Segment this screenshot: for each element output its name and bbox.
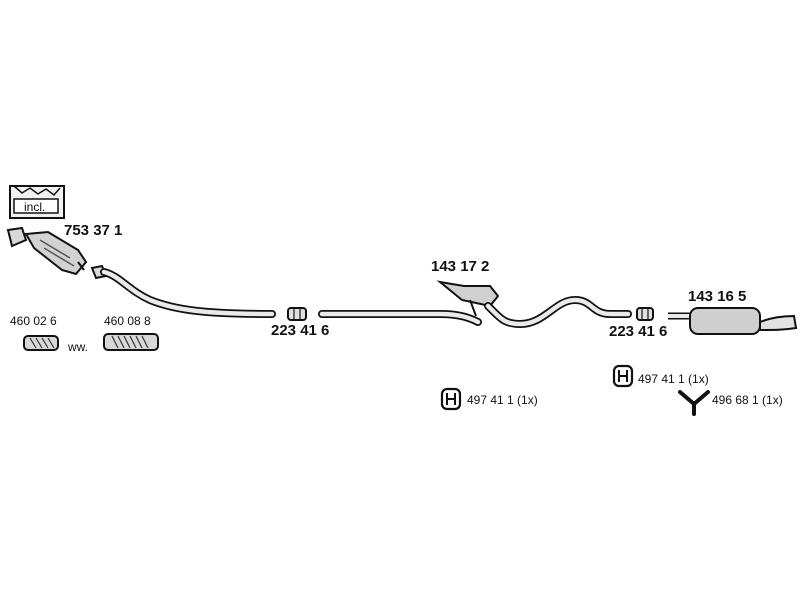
part-number-clamp-2: 223 41 6 bbox=[609, 323, 668, 340]
part-number-flex-pipe-b: 460 08 8 bbox=[104, 314, 151, 328]
rear-silencer bbox=[668, 307, 798, 335]
part-number-middle-silencer: 143 17 2 bbox=[431, 258, 490, 275]
rubber-mount-icon bbox=[612, 364, 634, 388]
part-number-clamp-1: 223 41 6 bbox=[271, 322, 330, 339]
part-number-mounting-rubber-2: 497 41 1 (1x) bbox=[638, 372, 709, 386]
clamp-1-icon bbox=[287, 307, 307, 321]
clamp-2-icon bbox=[636, 307, 654, 321]
parts-kit-icon bbox=[9, 185, 65, 219]
part-number-flex-pipe-a: 460 02 6 bbox=[10, 314, 57, 328]
part-number-rear-silencer: 143 16 5 bbox=[688, 288, 747, 305]
flex-pipe-b-icon bbox=[103, 333, 159, 351]
alternative-label: ww. bbox=[68, 340, 89, 354]
middle-pipe-with-silencer bbox=[318, 280, 632, 329]
part-number-catalyst: 753 37 1 bbox=[64, 222, 123, 239]
part-number-hanger: 496 68 1 (1x) bbox=[712, 393, 783, 407]
front-pipe bbox=[90, 264, 276, 318]
flex-pipe-a-icon bbox=[23, 335, 59, 351]
kit-incl-label: incl. bbox=[24, 200, 46, 214]
rubber-mount-icon bbox=[440, 387, 462, 411]
part-number-mounting-rubber-1: 497 41 1 (1x) bbox=[467, 393, 538, 407]
hanger-icon bbox=[678, 390, 710, 416]
catalytic-converter bbox=[6, 226, 88, 276]
